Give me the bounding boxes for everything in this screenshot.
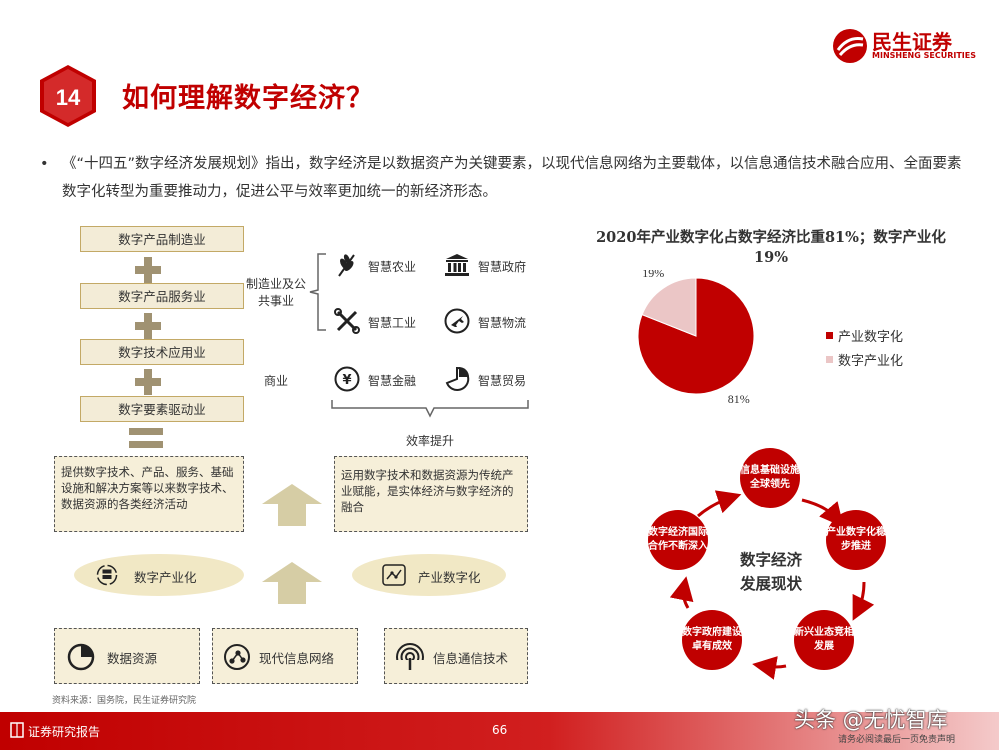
cycle-center: 数字经济 发展现状 — [726, 548, 816, 596]
pie-slice — [641, 277, 697, 337]
data-pie-icon — [67, 643, 95, 671]
slide-number: 14 — [56, 85, 81, 110]
category-commerce: 商业 — [263, 374, 288, 388]
logo-text-cn: 民生证券 — [872, 30, 952, 54]
base-label: 现代信息网络 — [259, 651, 335, 666]
base-box-data: 数据资源 — [54, 628, 200, 684]
digital-industrialization-desc: 提供数字技术、产品、服务、基础设施和解决方案等以来数字技术、数据资源的各类经济活… — [54, 456, 244, 532]
category-manufacturing: 制造业及公共事业 — [245, 277, 306, 308]
app-label: 智慧政府 — [478, 260, 527, 274]
slide-number-badge: 14 — [40, 65, 96, 127]
legend-swatch — [826, 332, 833, 339]
disclaimer-note: 请务必阅读最后一页免责声明 — [838, 735, 956, 745]
footer-label: 证券研究报告 — [28, 725, 101, 739]
bullet-text: 《“十四五”数字经济发展规划》指出，数字经济是以数据资产为关键要素，以现代信息网… — [62, 156, 962, 200]
base-label: 数据资源 — [107, 651, 158, 666]
industrial-digitization-oval: 产业数字化 — [352, 554, 506, 596]
app-label: 智慧贸易 — [478, 374, 527, 388]
cycle-node: 信息基础设施全球领先 — [740, 448, 800, 508]
step-box: 数字要素驱动业 — [80, 396, 244, 422]
step-box: 数字技术应用业 — [80, 339, 244, 365]
pie-data-label: 19% — [642, 270, 664, 280]
watermark: 头条 @无忧智库 — [794, 708, 948, 732]
chart-title: 2020年产业数字化占数字经济比重81%；数字产业化19% — [596, 229, 946, 266]
up-arrow-icon — [262, 484, 322, 526]
cycle-center-line: 数字经济 — [739, 551, 802, 569]
base-box-ict: 信息通信技术 — [384, 628, 528, 684]
app-label: 智慧金融 — [368, 374, 417, 388]
network-icon — [224, 644, 250, 670]
pie-data-label: 81% — [728, 392, 750, 406]
industrial-digitization-desc: 运用数字技术和数据资源为传统产业赋能，是实体经济与数字经济的融合 — [334, 456, 528, 532]
cycle-node: 新兴业态竞相发展 — [794, 610, 854, 670]
pie-icon — [445, 366, 470, 391]
legend-label: 数字产业化 — [838, 354, 903, 369]
airplane-icon — [444, 308, 470, 334]
plus-icon — [135, 369, 161, 395]
base-label: 信息通信技术 — [433, 651, 509, 666]
book-icon — [10, 722, 24, 738]
svg-text:¥: ¥ — [342, 373, 351, 388]
page-title: 如何理解数字经济？ — [122, 83, 374, 114]
base-box-network: 现代信息网络 — [212, 628, 358, 684]
cycle-node: 产业数字化稳步推进 — [826, 510, 886, 570]
cycle-arrows — [669, 490, 875, 680]
app-label: 智慧农业 — [368, 260, 417, 274]
server-cycle-icon — [96, 564, 118, 586]
legend-label: 产业数字化 — [838, 330, 903, 345]
step-box: 数字产品制造业 — [80, 226, 244, 252]
left-brace — [309, 253, 326, 331]
tools-icon — [334, 308, 360, 334]
leaf-icon — [338, 254, 355, 277]
page-number: 66 — [492, 723, 508, 737]
oval-label: 数字产业化 — [134, 570, 197, 585]
cycle-node: 数字经济国际合作不断深入 — [648, 510, 708, 570]
app-label: 智慧物流 — [478, 316, 527, 330]
cycle-node: 数字政府建设卓有成效 — [682, 610, 742, 670]
logo-text-en: MINSHENG SECURITIES — [872, 51, 976, 60]
plus-icon — [135, 257, 161, 283]
step-box: 数字产品服务业 — [80, 283, 244, 309]
equals-icon — [129, 428, 163, 448]
company-logo: 民生证券 MINSHENG SECURITIES — [832, 26, 982, 66]
footer-bar: 证券研究报告 66 请务必阅读最后一页免责声明 — [0, 712, 999, 750]
efficiency-label: 效率提升 — [405, 434, 454, 448]
source-note: 资料来源：国务院，民生证券研究院 — [52, 696, 197, 706]
up-arrow-icon — [262, 562, 322, 604]
bottom-brace — [331, 400, 529, 418]
yuan-coin-icon: ¥ — [334, 366, 360, 392]
logo-mark-icon — [833, 29, 867, 63]
trend-chart-icon — [382, 564, 406, 586]
digital-industrialization-oval: 数字产业化 — [74, 554, 244, 596]
oval-label: 产业数字化 — [418, 570, 481, 585]
cycle-center-line: 发展现状 — [739, 575, 802, 593]
legend-swatch — [826, 356, 833, 363]
bullet-marker: • — [40, 156, 49, 172]
plus-icon — [135, 313, 161, 339]
government-building-icon — [445, 254, 469, 276]
signal-icon — [395, 643, 425, 672]
app-label: 智慧工业 — [368, 316, 417, 330]
